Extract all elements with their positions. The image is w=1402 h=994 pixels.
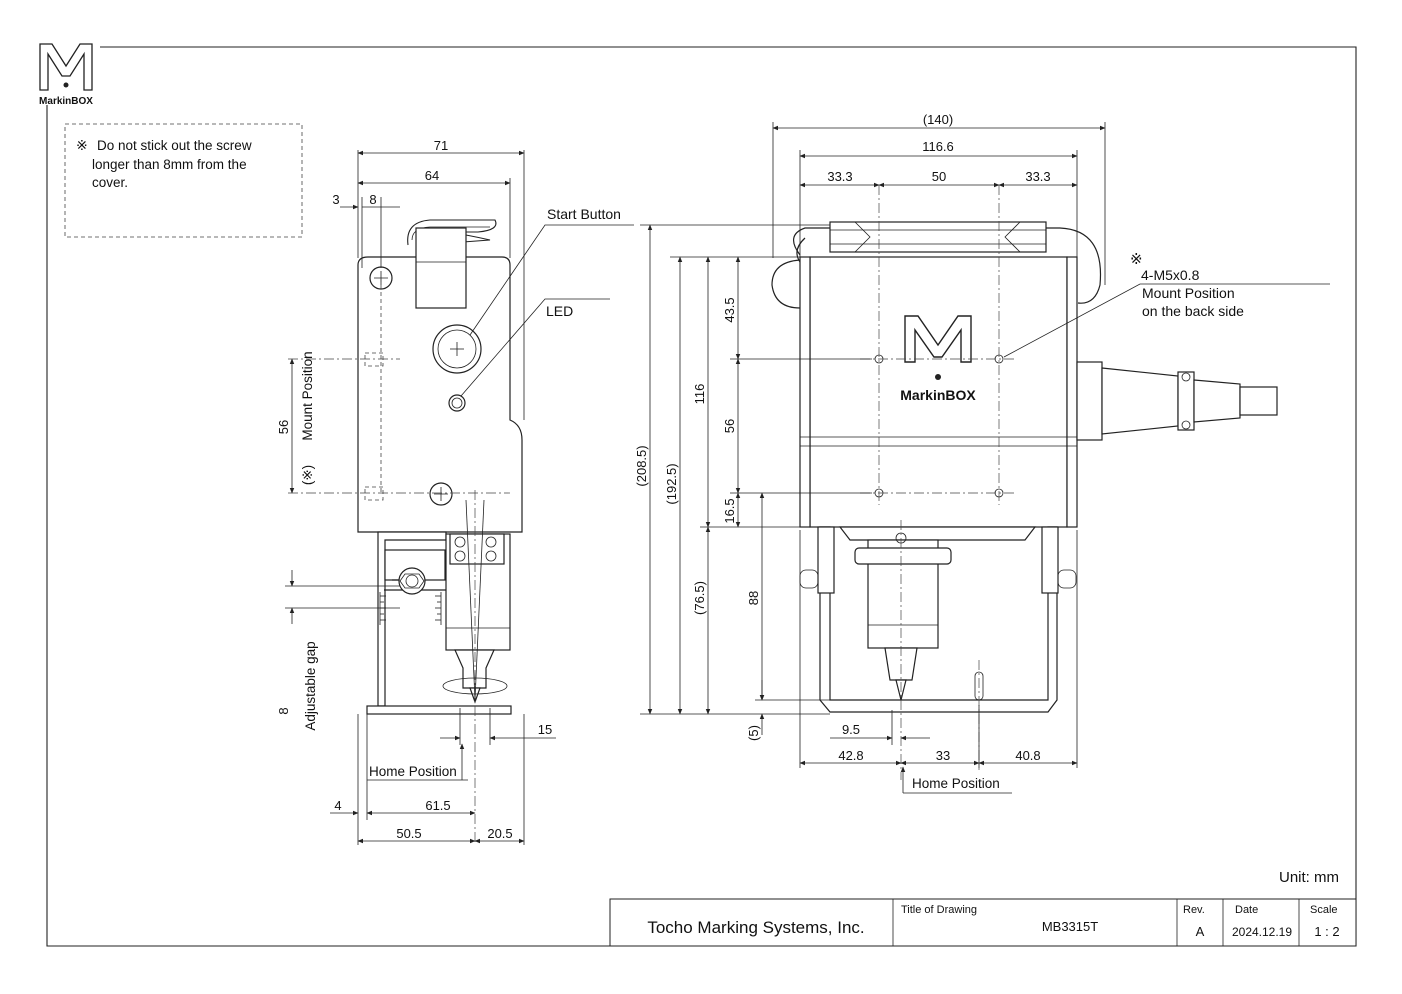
front-logo-text: MarkinBOX — [900, 387, 976, 403]
title-block: Tocho Marking Systems, Inc. Title of Dra… — [609, 898, 1357, 947]
label-mount-mark: (※) — [300, 465, 315, 485]
title-block-rev-label: Rev. — [1183, 904, 1205, 916]
note-line-3: cover. — [92, 175, 128, 190]
dim-4: 4 — [334, 798, 341, 813]
note-box: ※ Do not stick out the screw longer than… — [64, 123, 303, 238]
dim-33-3-right: 33.3 — [1025, 169, 1050, 184]
dim-116: 116 — [692, 384, 707, 405]
note-line-2: longer than 8mm from the — [92, 157, 247, 172]
side-base-plate — [366, 705, 512, 715]
dim-208-5: (208.5) — [634, 445, 649, 486]
front-spring-handle — [771, 259, 801, 309]
dim-192-5: (192.5) — [664, 463, 679, 504]
dim-8-top: 8 — [369, 192, 376, 207]
side-adjust-knob — [398, 567, 426, 595]
front-cable-connector — [1076, 361, 1103, 441]
title-block-rev-value: A — [1196, 924, 1205, 939]
dim-42-8: 42.8 — [838, 748, 863, 763]
dim-5: (5) — [746, 725, 761, 741]
dim-56-side: 56 — [276, 420, 291, 434]
drawing-frame — [46, 46, 1357, 947]
unit-label: Unit: mm — [1279, 869, 1339, 886]
dim-56-front: 56 — [722, 419, 737, 433]
dim-64: 64 — [425, 168, 439, 183]
markinbox-logo: MarkinBOX — [39, 43, 93, 107]
dim-71: 71 — [434, 138, 448, 153]
title-block-scale-value: 1 : 2 — [1314, 924, 1339, 939]
side-led — [448, 394, 466, 412]
dim-20-5: 20.5 — [487, 826, 512, 841]
side-view: 71 64 3 8 56 Mount Position (※) 8 Adjust… — [276, 138, 634, 845]
dim-50: 50 — [932, 169, 946, 184]
front-body-housing — [809, 256, 1068, 528]
label-led: LED — [546, 303, 573, 319]
title-block-title-label: Title of Drawing — [901, 904, 977, 916]
side-home-position: Home Position — [369, 764, 457, 779]
dim-50-5: 50.5 — [396, 826, 421, 841]
title-block-title-value: MB3315T — [1042, 919, 1098, 934]
label-mount-position: Mount Position — [300, 351, 315, 440]
dim-140: (140) — [923, 112, 953, 127]
title-block-company: Tocho Marking Systems, Inc. — [647, 918, 864, 937]
dim-8-gap: 8 — [276, 707, 291, 714]
front-mount-line-2: Mount Position — [1142, 285, 1235, 301]
note-symbol: ※ — [76, 137, 88, 153]
dim-15: 15 — [538, 722, 552, 737]
title-block-date-value: 2024.12.19 — [1232, 925, 1292, 939]
dim-16-5: 16.5 — [722, 498, 737, 523]
dim-43-5: 43.5 — [722, 297, 737, 322]
dim-33: 33 — [936, 748, 950, 763]
label-adjustable-gap: Adjustable gap — [303, 641, 318, 730]
dim-61-5: 61.5 — [425, 798, 450, 813]
title-block-date-label: Date — [1235, 904, 1258, 916]
front-home-position: Home Position — [912, 776, 1000, 791]
dim-3: 3 — [332, 192, 339, 207]
dim-33-3-left: 33.3 — [827, 169, 852, 184]
dim-9-5: 9.5 — [842, 722, 860, 737]
dim-76-5: (76.5) — [692, 581, 707, 615]
dim-40-8: 40.8 — [1015, 748, 1040, 763]
note-line-1: Do not stick out the screw — [97, 138, 252, 153]
dim-116-6: 116.6 — [922, 139, 954, 154]
front-view: MarkinBOX (140) — [634, 112, 1330, 794]
front-mount-symbol: ※ — [1130, 251, 1143, 268]
front-mount-spec: 4-M5x0.8 — [1141, 267, 1200, 283]
side-body-housing — [357, 256, 523, 533]
dim-88: 88 — [746, 591, 761, 605]
label-start-button: Start Button — [547, 206, 621, 222]
front-mount-line-3: on the back side — [1142, 303, 1244, 319]
logo-text: MarkinBOX — [39, 96, 93, 107]
title-block-scale-label: Scale — [1310, 904, 1338, 916]
